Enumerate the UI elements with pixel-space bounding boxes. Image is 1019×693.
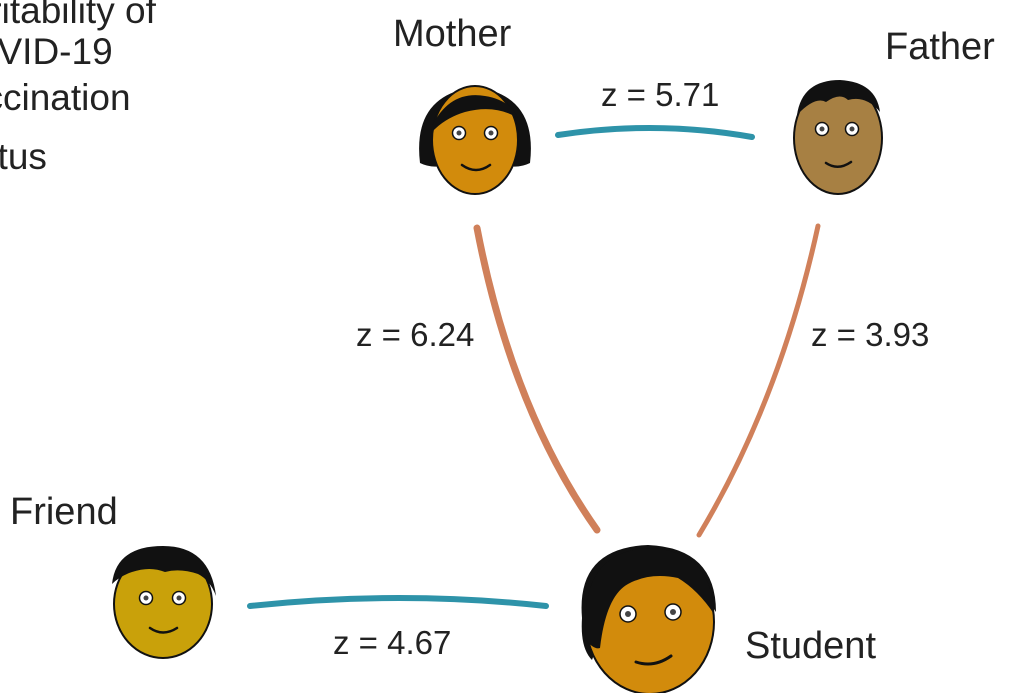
title-line-4: Status: [0, 136, 47, 177]
edge-label-friend-student: z = 4.67: [333, 624, 452, 661]
edge-friend-student: [247, 595, 549, 609]
friend-label: Friend: [10, 491, 118, 533]
edge-label-father-student: z = 3.93: [811, 316, 930, 353]
edge-label-mother-father: z = 5.71: [601, 76, 720, 113]
mother-face-icon: [419, 85, 531, 195]
title-line-3: Vaccination: [0, 77, 131, 118]
friend-face-icon: [112, 546, 216, 659]
edge-father-student: [696, 223, 821, 538]
student-face-icon: [581, 545, 716, 693]
edge-label-mother-student: z = 6.24: [356, 316, 475, 353]
title-line-2: COVID-19: [0, 31, 113, 72]
father-face-icon: [793, 80, 883, 195]
student-label: Student: [745, 625, 876, 667]
mother-label: Mother: [393, 13, 512, 55]
title-line-1: Heritability of: [0, 0, 156, 31]
edge-mother-father: [555, 125, 755, 140]
edge-mother-student: [473, 224, 601, 534]
father-label: Father: [885, 26, 995, 68]
